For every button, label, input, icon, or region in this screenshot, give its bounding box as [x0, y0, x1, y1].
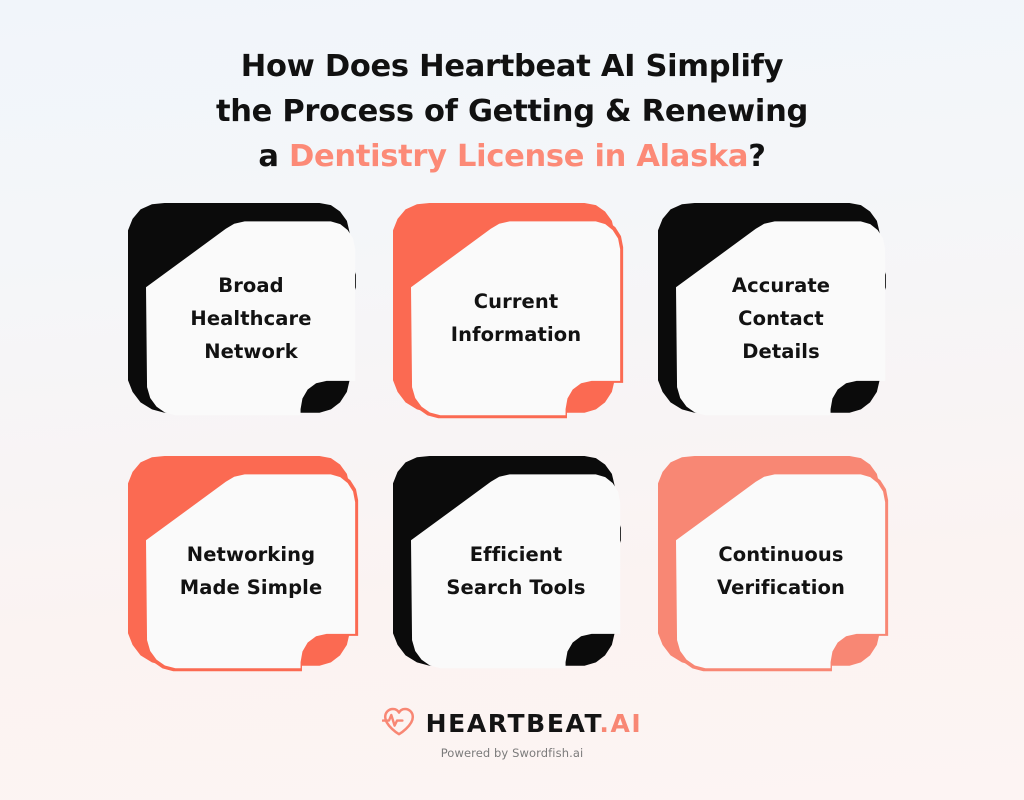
card-label: Continuous Verification [717, 542, 845, 599]
brand-tagline: Powered by Swordfish.ai [440, 746, 584, 760]
logo-lockup[interactable]: HEARTBEAT.AI [381, 706, 643, 741]
benefit-card-grid: Broad Healthcare Network Current Informa… [128, 203, 912, 672]
card-label: Accurate Contact Details [731, 274, 831, 363]
benefit-card-2[interactable]: Current Information [393, 203, 624, 419]
card-label: Efficient Search Tools [446, 542, 586, 599]
benefit-card-5[interactable]: Efficient Search Tools [393, 456, 623, 671]
title-line-3: a Dentistry License in Alaska? [0, 134, 1024, 179]
brand-wordmark: HEARTBEAT.AI [426, 711, 643, 736]
benefit-card-4[interactable]: Networking Made Simple [128, 456, 359, 672]
wordmark-heartbeat: HEARTBEAT [425, 709, 600, 738]
card-label: Current Information [450, 289, 582, 346]
title-line-3-suffix: ? [748, 139, 766, 174]
benefit-card-3[interactable]: Accurate Contact Details [658, 203, 888, 418]
title-highlight-license: Dentistry License in Alaska [289, 139, 749, 174]
benefit-card-6[interactable]: Continuous Verification [658, 456, 889, 672]
brand-footer: HEARTBEAT.AI Powered by Swordfish.ai [0, 706, 1024, 760]
title-line-2: the Process of Getting & Renewing [215, 94, 809, 129]
wordmark-dot-ai: .AI [599, 709, 643, 738]
title-line-3-prefix: a [258, 139, 289, 174]
card-label: Networking Made Simple [179, 542, 323, 599]
page-title: How Does Heartbeat AI Simplify the Proce… [0, 44, 1024, 179]
title-line-1: How Does Heartbeat AI Simplify [240, 49, 784, 84]
benefit-card-1[interactable]: Broad Healthcare Network [128, 203, 358, 418]
card-label: Broad Healthcare Network [190, 274, 312, 363]
heart-pulse-icon [381, 706, 416, 741]
